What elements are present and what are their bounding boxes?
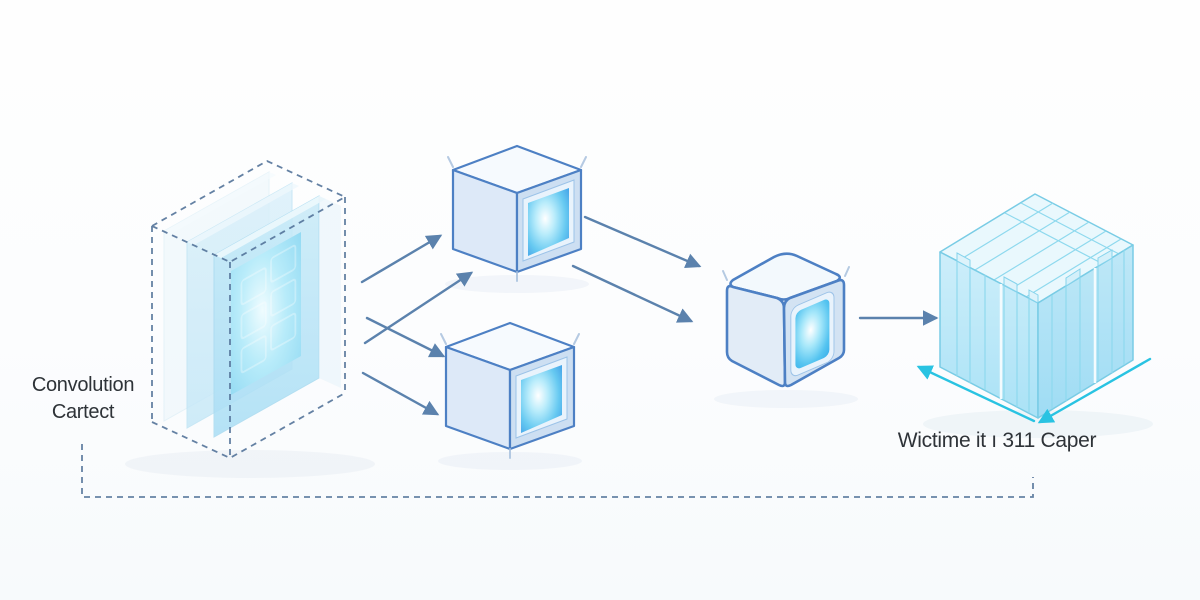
glow-panel [795, 299, 830, 369]
stack-left-slices [956, 261, 1030, 413]
corner-ticks [440, 333, 580, 459]
measure-arrow-right [1037, 357, 1152, 424]
stack-top-lattice [957, 202, 1122, 298]
ground-shadows [125, 275, 1153, 478]
input-label-line2: Cartect [51, 401, 115, 423]
conv-cube-top [447, 144, 587, 282]
converge-arrows [571, 215, 702, 323]
arrow-topcube-to-merge-2 [571, 264, 694, 323]
conv-cube-bottom [440, 321, 580, 459]
arrow-input-to-bottom-cube-2 [361, 371, 440, 416]
measure-arrow-left [916, 365, 1036, 423]
glow-pattern [240, 244, 297, 374]
stack-left-bumps [956, 252, 1039, 304]
stack-right-bumps [1065, 249, 1113, 287]
arrow-topcube-to-merge-1 [583, 215, 702, 269]
feature-stack [939, 193, 1134, 419]
arrow-input-to-bottom-cube-1 [365, 316, 446, 358]
input-volume [151, 159, 346, 460]
feature-stack-label: Wictime it ı 311 Caper [897, 429, 1097, 452]
merge-cube [722, 252, 850, 388]
input-label-line1: Convolution [31, 374, 135, 396]
arrow-input-to-top-cube-1 [360, 234, 443, 284]
input-glow-panel [231, 232, 301, 395]
glass-panel-side [319, 196, 341, 388]
input-volume-label: Convolution Cartect [8, 372, 158, 426]
input-dashed-box [151, 159, 346, 460]
arrow-input-to-top-cube-2 [363, 271, 474, 345]
skip-connection-dashed-bracket [81, 444, 1034, 498]
glass-panel-front [213, 195, 326, 438]
glow-panel [521, 365, 562, 433]
corner-ticks [447, 156, 587, 282]
fanout-arrows [360, 234, 474, 416]
corner-ticks [722, 266, 850, 281]
measurement-arrows [916, 357, 1152, 424]
glow-panel [528, 188, 569, 256]
stack-right-slices [1051, 250, 1125, 409]
glow-frame [790, 291, 835, 377]
